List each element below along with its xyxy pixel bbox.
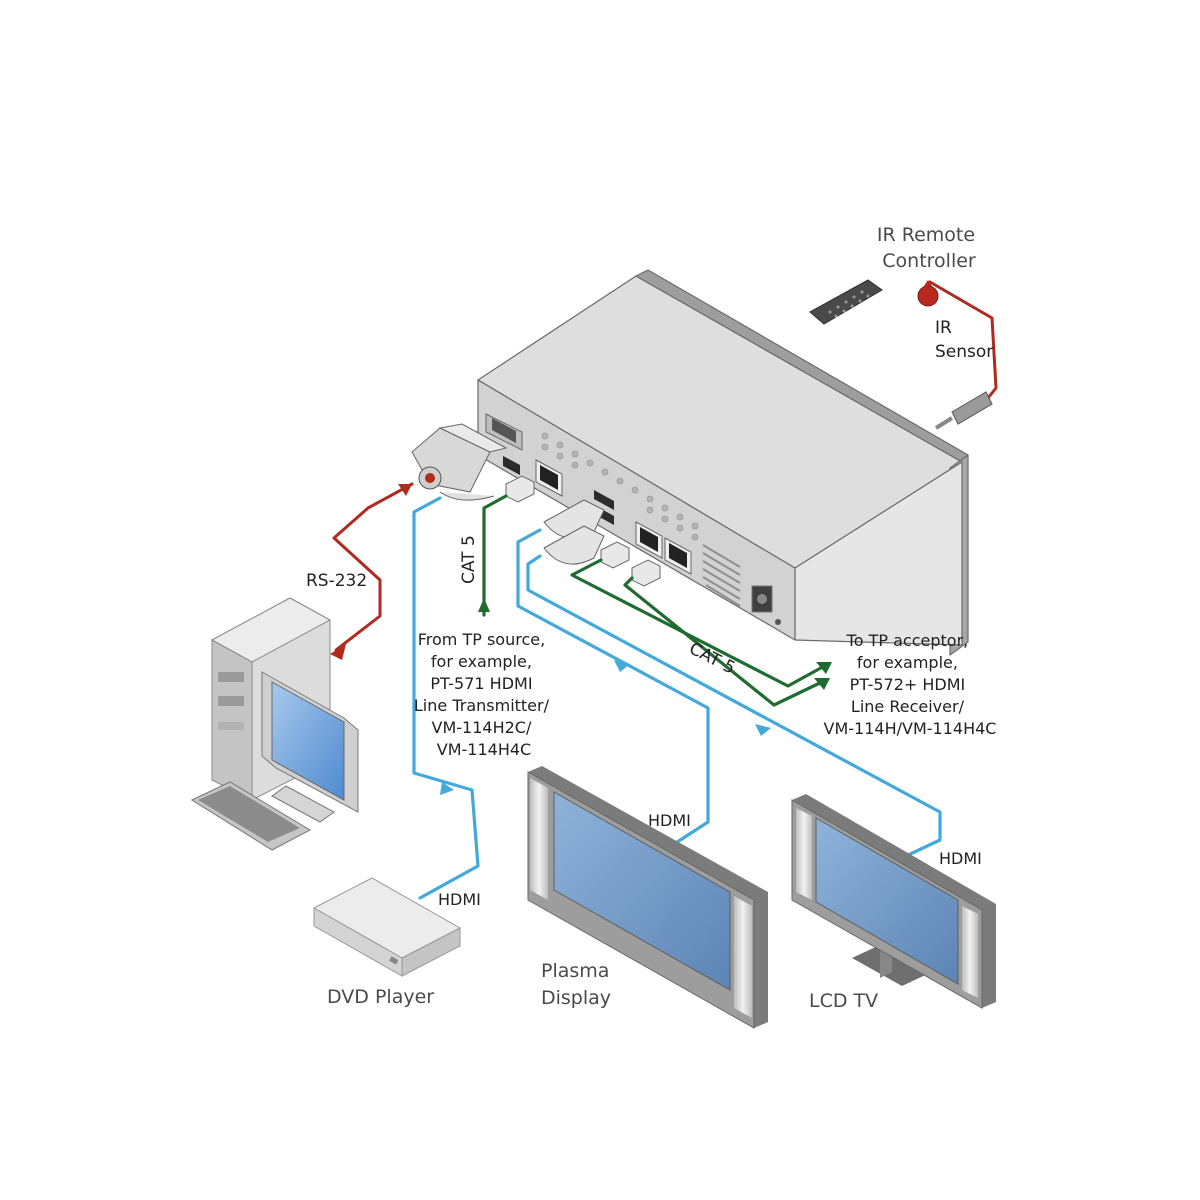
rs232-plug — [411, 423, 508, 501]
plasma-display-label: Plasma Display — [541, 960, 615, 1009]
dvd-player-label: DVD Player — [327, 986, 434, 1008]
hdmi-plasma-label: HDMI — [648, 811, 691, 830]
lcd-tv-label: LCD TV — [809, 990, 878, 1012]
hdmi-cable-lcd — [526, 554, 942, 858]
dvd-player-icon — [312, 877, 462, 977]
hdmi-cable-plasma — [516, 528, 710, 850]
power-connector — [751, 585, 781, 625]
speaker-grille — [702, 544, 741, 607]
hdmi-dvd-label: HDMI — [438, 890, 481, 909]
cat5-cable-in — [478, 494, 508, 617]
rj45-plugs — [505, 475, 661, 587]
ir-remote-label: IR Remote Controller — [877, 224, 981, 272]
rj45-port-out-1 — [635, 521, 663, 559]
vent-holes — [541, 432, 699, 541]
plasma-display-icon — [527, 766, 768, 1029]
remote-control-icon — [809, 279, 883, 325]
ir-sensor-plug — [934, 391, 993, 430]
cat5-cable-out-2 — [623, 576, 830, 707]
ir-sensor-cable — [928, 280, 998, 400]
from-tp-source-label: From TP source, for example, PT-571 HDMI… — [414, 630, 554, 759]
hdmi-plugs — [543, 499, 605, 565]
rs232-label: RS-232 — [306, 571, 367, 591]
rs232-port — [485, 413, 523, 451]
to-tp-acceptor-label: To TP acceptor, for example, PT-572+ HDM… — [824, 631, 997, 738]
desktop-computer-icon — [190, 597, 359, 851]
hdmi-cable-dvd — [412, 496, 480, 900]
cat5-out-label: CAT 5 — [686, 639, 739, 679]
ir-sensor-label: IR Sensor — [935, 318, 993, 362]
lcd-tv-icon — [791, 794, 996, 1009]
hdmi-lcd-label: HDMI — [939, 849, 982, 868]
ir-sensor-icon — [917, 280, 939, 307]
rs232-cable — [330, 482, 414, 660]
cat5-in-label: CAT 5 — [459, 535, 479, 584]
device-chassis-icon — [411, 269, 969, 656]
rj45-port-out-2 — [664, 537, 692, 575]
rj45-port-in — [535, 459, 563, 497]
